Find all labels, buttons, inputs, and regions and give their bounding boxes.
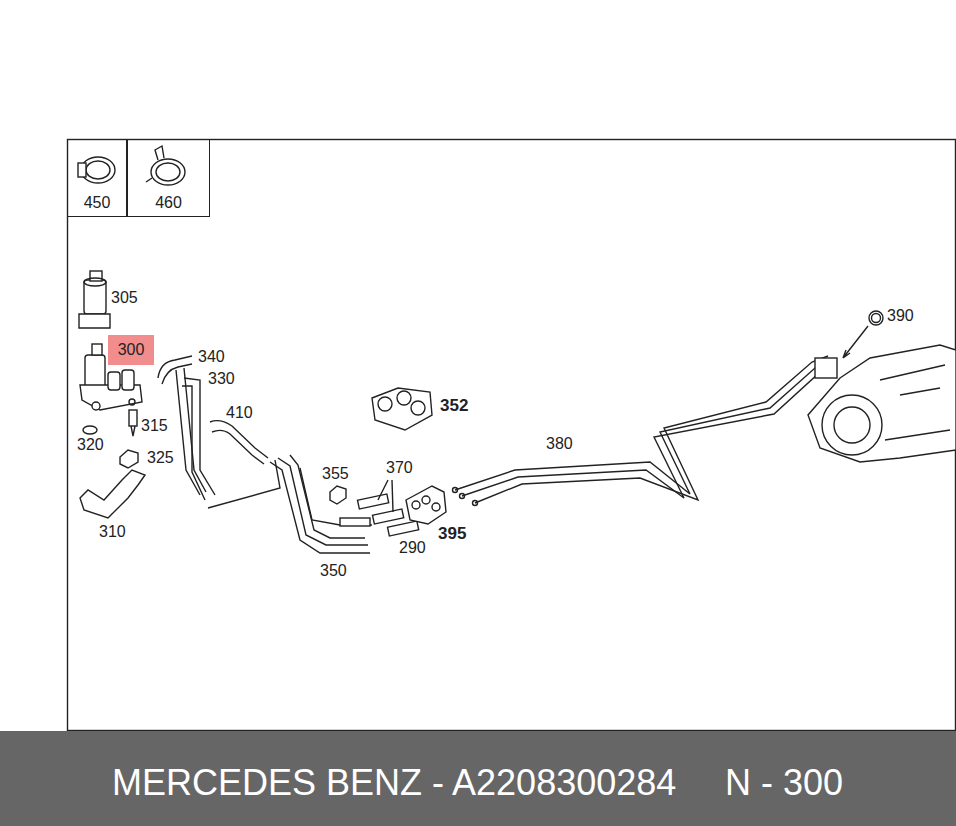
callout-number: 390 bbox=[887, 307, 914, 325]
callout-number: 460 bbox=[155, 194, 182, 212]
callout-number: 352 bbox=[440, 396, 468, 416]
callout-number: 315 bbox=[141, 417, 168, 435]
o-ring bbox=[869, 311, 883, 325]
callout-number: 300 bbox=[118, 341, 145, 359]
callout-number: 325 bbox=[147, 449, 174, 467]
footer-text: N - 300 bbox=[725, 762, 843, 803]
footer-bar bbox=[0, 731, 956, 826]
refrigerant-pipes bbox=[453, 356, 833, 506]
callout-number: 320 bbox=[77, 436, 104, 454]
callout-number: 310 bbox=[99, 523, 126, 541]
diagram-frame bbox=[68, 140, 956, 731]
bracket bbox=[80, 470, 145, 518]
grommet-plate bbox=[372, 388, 432, 430]
seal-plate bbox=[406, 486, 446, 524]
callout-number: 410 bbox=[226, 404, 253, 422]
water-valve bbox=[79, 271, 110, 328]
highlight-box: 300 bbox=[108, 335, 154, 365]
compressor bbox=[808, 345, 956, 462]
callout-number: 450 bbox=[84, 194, 111, 212]
spring-clamp bbox=[146, 146, 185, 185]
part-number-caption: MERCEDES BENZ - A2208300284 bbox=[112, 762, 676, 803]
inset-box: 460 bbox=[127, 139, 210, 217]
callout-number: 395 bbox=[438, 524, 466, 544]
hose-clamp bbox=[78, 157, 115, 183]
callout-number: 355 bbox=[322, 465, 349, 483]
pipe-set bbox=[270, 455, 372, 553]
temperature-sensor bbox=[129, 410, 137, 436]
callout-number: 330 bbox=[208, 370, 235, 388]
nut bbox=[330, 486, 346, 504]
callout-number: 290 bbox=[399, 539, 426, 557]
callout-number: 340 bbox=[198, 348, 225, 366]
callout-number: 370 bbox=[386, 459, 413, 477]
leader-arrow bbox=[843, 326, 868, 358]
grommet bbox=[83, 426, 97, 434]
inset-box: 450 bbox=[67, 139, 127, 217]
callout-number: 380 bbox=[546, 435, 573, 453]
callout-number: 350 bbox=[320, 562, 347, 580]
nut bbox=[120, 450, 138, 468]
coolant-hose bbox=[158, 356, 280, 508]
callout-number: 305 bbox=[111, 289, 138, 307]
